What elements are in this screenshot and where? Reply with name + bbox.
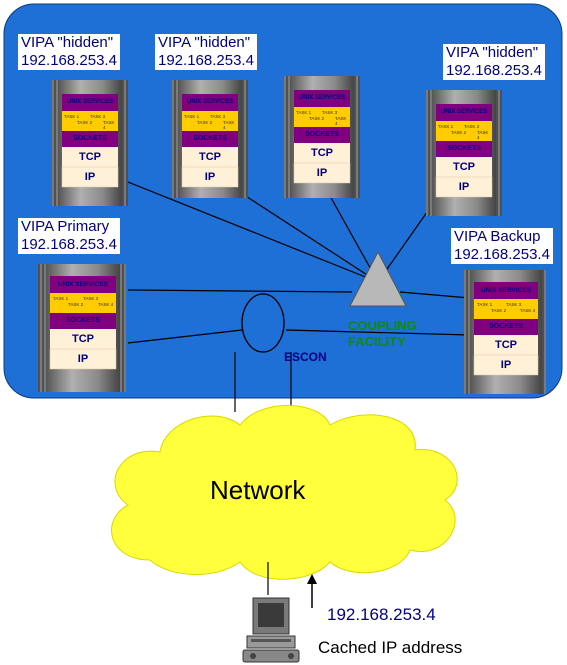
host-2 <box>172 80 248 198</box>
host-5 <box>38 264 126 392</box>
task-1-label: TASK 1 <box>53 296 69 301</box>
host-2-stack: UNIX SERVICES TASK 1 TASK 2 TASK 3 TASK … <box>182 94 238 187</box>
tcp-label: TCP <box>453 161 475 173</box>
host-1 <box>52 80 128 206</box>
host-6 <box>464 270 546 394</box>
task-4-label: TASK 4 <box>223 120 235 130</box>
tcp-label: TCP <box>72 333 94 345</box>
unix-services-label: UNIX SERVICES <box>186 99 234 105</box>
task-band: TASK 1 TASK 2 TASK 3 TASK 4 <box>182 111 238 131</box>
sockets-label: SOCKETS <box>447 145 481 152</box>
vipa-type: VIPA Primary <box>21 218 110 235</box>
ip-label: IP <box>77 353 89 365</box>
task-2-label: TASK 2 <box>68 302 84 307</box>
task-2-label: TASK 2 <box>451 130 467 135</box>
task-band: TASK 1 TASK 2 TASK 3 TASK 4 <box>436 121 492 141</box>
sockets-label: SOCKETS <box>489 323 523 330</box>
network-cloud <box>111 405 458 580</box>
cached-ip-caption: Cached IP address <box>318 638 463 657</box>
vipa-address: 192.168.253.4 <box>21 52 117 69</box>
host-4 <box>426 90 502 216</box>
sockets-label: SOCKETS <box>66 317 100 324</box>
coupling-line-1: COUPLING <box>348 318 417 333</box>
task-4-label: TASK 4 <box>477 130 489 140</box>
task-2-label: TASK 2 <box>77 120 93 125</box>
host-1-stack: UNIX SERVICES TASK 1 TASK 2 TASK 3 TASK … <box>62 94 118 187</box>
task-1-label: TASK 1 <box>438 124 454 129</box>
task-4-label: TASK 4 <box>335 116 347 126</box>
task-3-label: TASK 3 <box>322 110 338 115</box>
task-1-label: TASK 1 <box>64 114 80 119</box>
host-5-vipa-label: VIPA Primary 192.168.253.4 <box>18 218 120 254</box>
host-6-stack: UNIX SERVICES TASK 1 TASK 2 TASK 3 TASK … <box>474 282 538 375</box>
task-3-label: TASK 3 <box>464 124 480 129</box>
escon-director <box>241 293 285 353</box>
network-label: Network <box>210 475 306 505</box>
vipa-address: 192.168.253.4 <box>158 52 254 69</box>
ip-label: IP <box>458 181 470 193</box>
ip-label: IP <box>500 359 512 371</box>
sockets-label: SOCKETS <box>305 131 339 138</box>
host-4-stack: UNIX SERVICES TASK 1 TASK 2 TASK 3 TASK … <box>436 104 492 197</box>
vipa-type: VIPA "hidden" <box>21 34 114 51</box>
unix-services-label: UNIX SERVICES <box>298 95 346 101</box>
client-ip-address: 192.168.253.4 <box>327 605 436 624</box>
unix-services-label: UNIX SERVICES <box>66 99 114 105</box>
workstation-icon <box>242 597 300 663</box>
task-band: TASK 1 TASK 2 TASK 3 TASK 4 <box>62 111 118 131</box>
host-5-stack: UNIX SERVICES TASK 1 TASK 2 TASK 3 TASK … <box>50 276 116 369</box>
task-band: TASK 1 TASK 2 TASK 3 TASK 4 <box>474 299 538 319</box>
coupling-facility-triangle <box>349 250 407 307</box>
host-3 <box>284 76 360 198</box>
tcp-label: TCP <box>495 339 517 351</box>
unix-services-label: UNIX SERVICES <box>440 109 488 115</box>
task-1-label: TASK 1 <box>184 114 200 119</box>
tcp-label: TCP <box>79 151 101 163</box>
task-4-label: TASK 4 <box>103 120 115 130</box>
vipa-address: 192.168.253.4 <box>446 62 542 79</box>
ip-label: IP <box>84 171 96 183</box>
vipa-type: VIPA Backup <box>454 228 541 245</box>
task-3-label: TASK 3 <box>506 302 522 307</box>
task-3-label: TASK 3 <box>210 114 226 119</box>
task-band: TASK 1 TASK 2 TASK 3 TASK 4 <box>294 107 350 127</box>
task-4-label: TASK 4 <box>98 302 114 307</box>
vipa-address: 192.168.253.4 <box>21 236 117 253</box>
sockets-label: SOCKETS <box>193 135 227 142</box>
task-2-label: TASK 2 <box>197 120 213 125</box>
tcp-label: TCP <box>311 147 333 159</box>
vipa-type: VIPA "hidden" <box>158 34 251 51</box>
escon-label: ESCON <box>284 350 327 364</box>
sockets-label: SOCKETS <box>73 135 107 142</box>
host-3-stack: UNIX SERVICES TASK 1 TASK 2 TASK 3 TASK … <box>294 90 350 183</box>
task-2-label: TASK 2 <box>491 308 507 313</box>
task-2-label: TASK 2 <box>309 116 325 121</box>
host-1-vipa-label: VIPA "hidden" 192.168.253.4 <box>18 34 120 70</box>
unix-services-label: UNIX SERVICES <box>57 281 109 288</box>
host-4-vipa-label: VIPA "hidden" 192.168.253.4 <box>443 44 545 80</box>
task-3-label: TASK 3 <box>90 114 106 119</box>
host-6-vipa-label: VIPA Backup 192.168.253.4 <box>451 228 553 264</box>
arrow-head-icon <box>307 574 317 584</box>
coupling-line-2: FACILITY <box>348 334 406 349</box>
task-4-label: TASK 4 <box>520 308 536 313</box>
ip-label: IP <box>204 171 216 183</box>
ip-label: IP <box>316 167 328 179</box>
task-3-label: TASK 3 <box>83 296 99 301</box>
network-uplinks <box>234 352 292 412</box>
task-1-label: TASK 1 <box>296 110 312 115</box>
sysplex-background <box>3 3 563 399</box>
task-1-label: TASK 1 <box>477 302 493 307</box>
coupling-facility-label: COUPLING FACILITY <box>348 318 417 350</box>
tcp-label: TCP <box>199 151 221 163</box>
vipa-address: 192.168.253.4 <box>454 246 550 263</box>
host-2-vipa-label: VIPA "hidden" 192.168.253.4 <box>155 34 257 70</box>
vipa-type: VIPA "hidden" <box>446 44 539 61</box>
unix-services-label: UNIX SERVICES <box>480 287 532 294</box>
task-band: TASK 1 TASK 2 TASK 3 TASK 4 <box>50 293 116 313</box>
